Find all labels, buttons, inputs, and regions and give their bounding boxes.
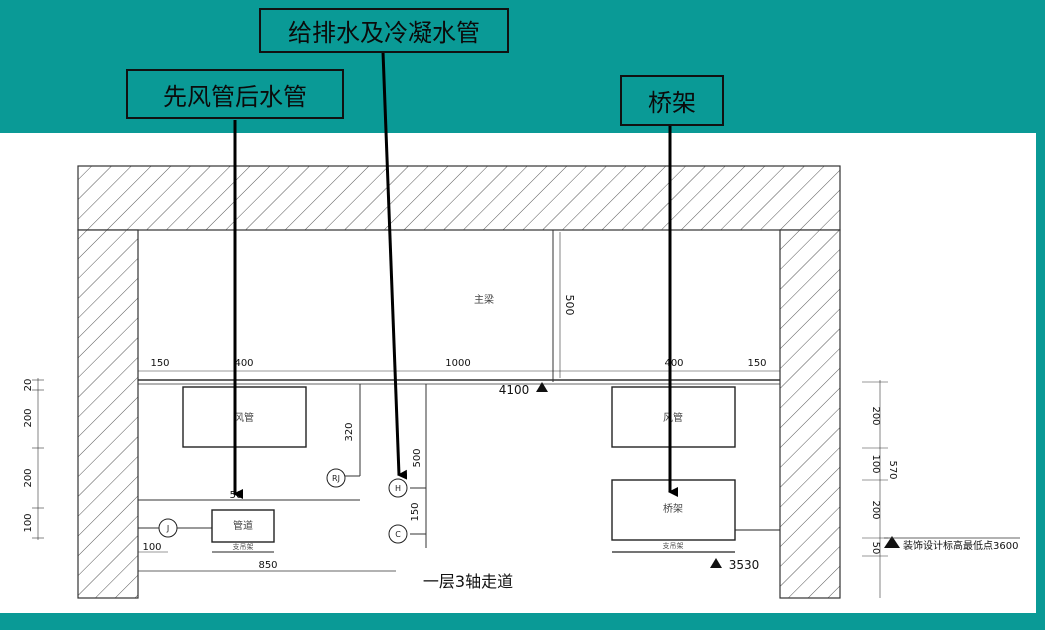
dim-500-beam: 500 [563,295,576,316]
dim-right-50: 50 [870,542,881,555]
top-dimensions: 150 400 1000 400 150 [138,358,780,372]
right-dimensions: 200 100 200 50 570 [862,380,898,598]
cable-tray-label: 桥架 [663,503,683,515]
duct-left-label: 风管 [234,411,254,424]
callout-duct-first: 先风管后水管 [126,69,344,119]
dim-left-100: 100 [23,513,34,532]
dim-100: 100 [142,542,161,553]
callout-water-pipes: 给排水及冷凝水管 [259,8,509,53]
bubble-j [158,518,178,538]
corridor-title: 一层3轴走道 [423,572,513,591]
arrow-water-pipes [381,51,408,480]
dim-top-150-left: 150 [150,358,169,369]
dim-320: 320 [344,422,355,441]
dim-left-20: 20 [23,379,34,392]
dim-left-200-b: 200 [23,468,34,487]
water-main-label: 管道 [233,519,253,532]
bubble-c [388,524,408,544]
callout-cable-tray-text: 桥架 [648,89,696,117]
right-wall [779,229,841,599]
dim-top-400-right: 400 [664,358,683,369]
duct-right-label: 风管 [663,411,683,424]
level-4100: 4100 [499,383,530,397]
callout-water-pipes-text: 给排水及冷凝水管 [288,19,480,47]
beam [138,230,780,385]
dim-top-150-right: 150 [747,358,766,369]
ceiling-note: 装饰设计标高最低点3600 [903,539,1018,552]
dim-500-pipe: 500 [412,448,423,467]
left-wall [77,229,139,599]
structure [77,165,841,599]
support-right-label: 支吊架 [663,541,684,550]
level-marker-3530 [710,558,722,568]
dim-left-200-a: 200 [23,408,34,427]
pipe-bubbles: J H C RJ [158,468,408,544]
dim-total-570: 570 [887,460,898,479]
dim-top-1000: 1000 [445,358,470,369]
level-marker-4100 [536,382,548,392]
dim-150: 150 [410,502,421,521]
callout-duct-first-text: 先风管后水管 [163,82,307,111]
support-left-label: 支吊架 [233,542,254,551]
duct-left [182,386,307,448]
bubble-c-label: C [395,530,401,539]
dim-right-100: 100 [870,454,881,473]
dim-right-200-a: 200 [870,406,881,425]
level-3530: 3530 [729,558,760,572]
ceiling-level-marker [884,536,900,548]
left-dimensions: 20 200 200 100 [23,378,44,540]
dim-top-400-left: 400 [234,358,253,369]
top-slab [77,165,841,231]
water-main [211,509,275,543]
callout-cable-tray: 桥架 [620,75,724,126]
bubble-rj-label: RJ [332,474,340,483]
bubble-rj [326,468,346,488]
callout-arrows [233,51,678,499]
bubble-h-label: H [395,484,401,493]
dim-right-200-b: 200 [870,500,881,519]
beam-label: 主梁 [474,293,494,306]
dim-850: 850 [258,560,277,571]
duct-right [611,386,736,448]
bubble-j-label: J [166,524,169,533]
